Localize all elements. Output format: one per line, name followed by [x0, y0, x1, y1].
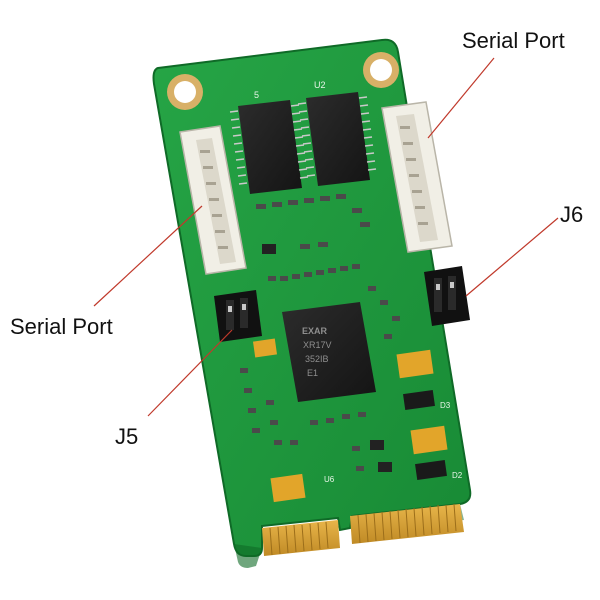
- edge-connector-fingers: [262, 503, 464, 556]
- main-chip-line-2: XR17V: [303, 340, 332, 350]
- callout-line-serial-top: [427, 57, 495, 139]
- main-controller-chip: EXAR XR17V 352IB E1: [282, 302, 376, 402]
- ic-top-left: 5: [229, 90, 309, 194]
- ic-top-right-marking: U2: [314, 80, 326, 90]
- serial-port-connector-left: [179, 125, 247, 275]
- callout-line-j6: [465, 217, 559, 297]
- mounting-hole-right: [363, 52, 399, 88]
- tantalum-capacitors: [252, 338, 448, 503]
- serial-port-connector-right: [381, 101, 453, 253]
- serial-port-label-left: Serial Port: [10, 314, 113, 339]
- callout-line-serial-left: [93, 205, 203, 307]
- diodes: D3 D2: [403, 389, 463, 481]
- main-chip-line-4: E1: [307, 368, 318, 378]
- jumper-j5: [214, 290, 262, 342]
- jumper-j6: [424, 266, 470, 326]
- smd-components: [240, 194, 400, 472]
- diode-d2-label: D2: [452, 471, 463, 480]
- ic-top-left-marking: 5: [254, 90, 259, 100]
- j6-label: J6: [560, 202, 584, 227]
- callout-lines: [93, 57, 559, 417]
- ic-top-right: U2: [297, 80, 377, 186]
- u6-label: U6: [324, 475, 335, 484]
- j5-label: J5: [115, 424, 139, 449]
- main-chip-line-1: EXAR: [302, 326, 328, 336]
- mounting-hole-left: [167, 74, 203, 110]
- serial-port-label-top: Serial Port: [462, 28, 565, 53]
- callout-line-j5: [147, 329, 233, 417]
- main-chip-line-3: 352IB: [305, 354, 329, 364]
- diode-d3-label: D3: [440, 401, 451, 410]
